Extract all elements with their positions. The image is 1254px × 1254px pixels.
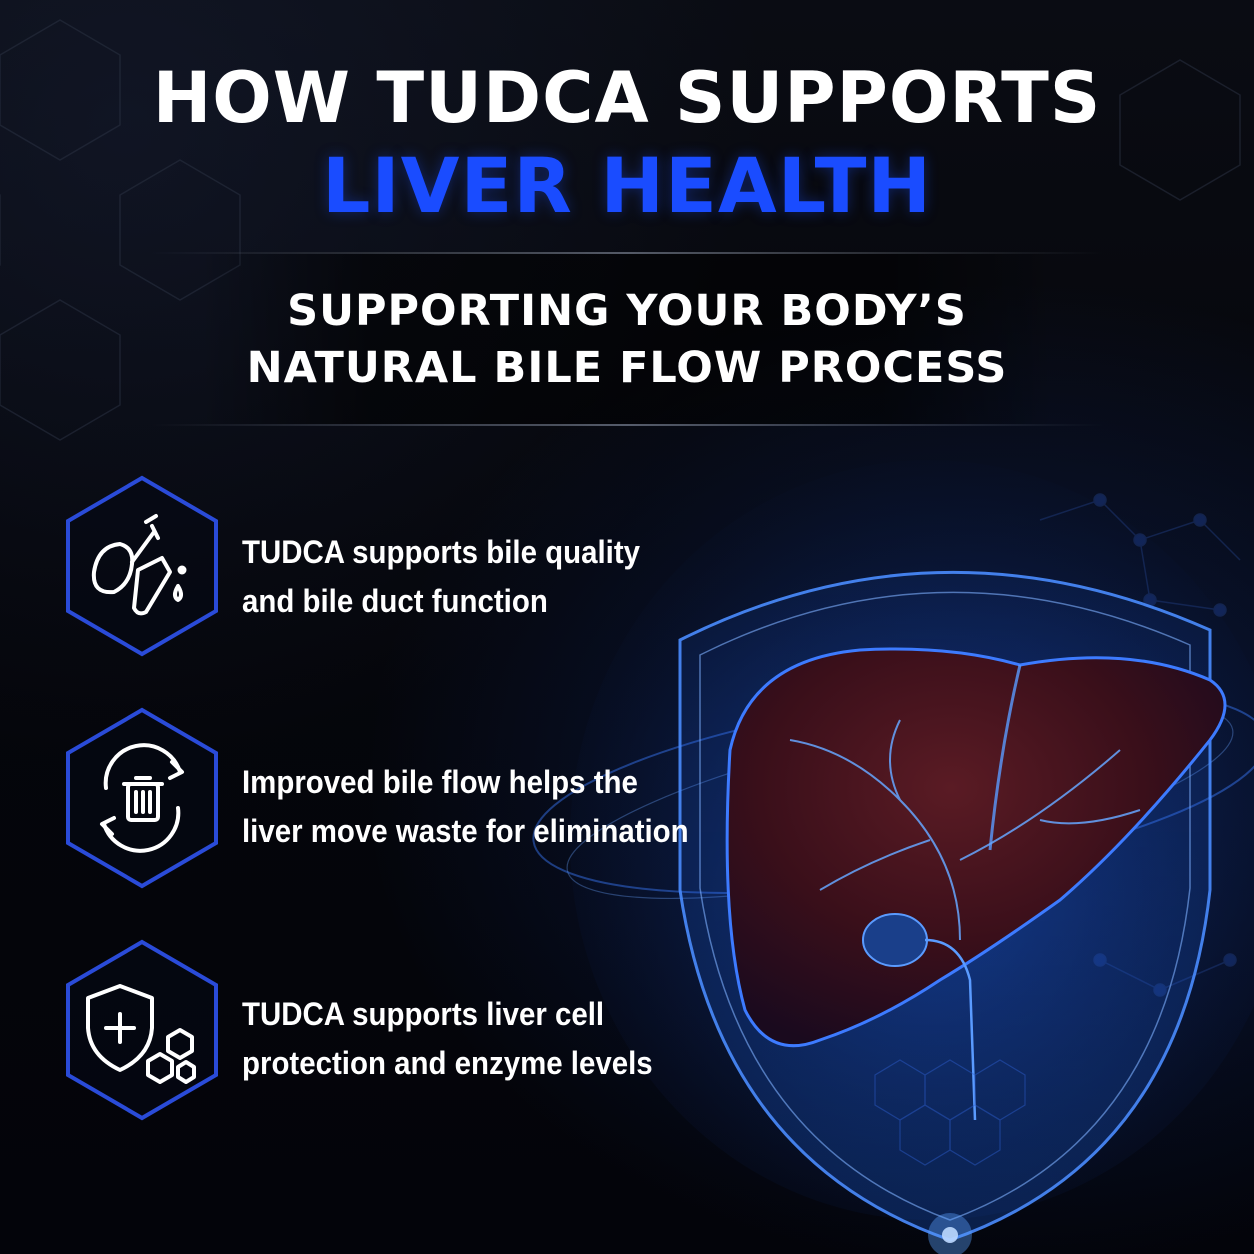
feature-2-line-1: Improved bile flow helps the — [242, 764, 638, 800]
headline-line-1: HOW TUDCA SUPPORTS — [152, 57, 1102, 139]
feature-3-line-1: TUDCA supports liver cell — [242, 996, 605, 1032]
feature-2-line-2: liver move waste for elimination — [242, 813, 689, 849]
subtitle-top-divider — [150, 252, 1104, 254]
subtitle-line-2: NATURAL BILE FLOW PROCESS — [246, 343, 1008, 393]
shield-plus-cells-icon — [66, 939, 218, 1121]
headline-line-2: LIVER HEALTH — [321, 141, 933, 230]
feature-1-line-2: and bile duct function — [242, 583, 548, 619]
feature-3-line-2: protection and enzyme levels — [242, 1045, 653, 1081]
subtitle-line-1: SUPPORTING YOUR BODY’S — [287, 286, 967, 336]
feature-1-line-1: TUDCA supports bile quality — [242, 534, 641, 570]
recycle-trash-icon — [66, 707, 218, 889]
subtitle-band — [200, 252, 1054, 424]
subtitle-bottom-divider — [150, 424, 1104, 426]
liver-bile-duct-icon — [66, 475, 218, 657]
liver-shield-illustration — [532, 460, 1254, 1254]
